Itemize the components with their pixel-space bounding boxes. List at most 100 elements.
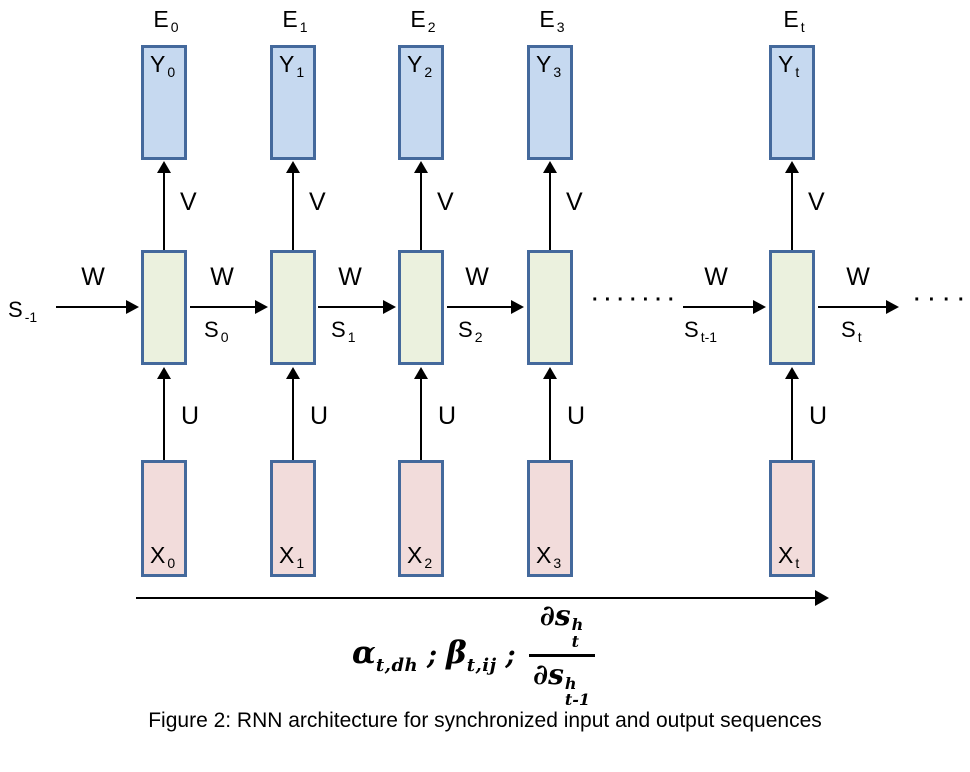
w-arrow-head [126, 300, 139, 314]
v-arrow-line [163, 172, 165, 250]
v-arrow-line [420, 172, 422, 250]
initial-state-label: S-1 [8, 297, 38, 325]
beta-term: βt,ij [446, 634, 497, 676]
ellipsis-dots: ···· [914, 289, 970, 311]
ellipsis-dots: ······· [592, 289, 681, 311]
u-arrow-head [286, 367, 300, 379]
v-weight-label: V [808, 188, 825, 216]
state-box [141, 250, 187, 365]
w-arrow-line [447, 306, 511, 308]
v-weight-label: V [309, 188, 326, 216]
error-label-sub: 0 [170, 19, 179, 35]
state-box [769, 250, 815, 365]
v-weight-label: V [566, 188, 583, 216]
v-weight-label: V [437, 188, 454, 216]
u-arrow-line [163, 378, 165, 460]
u-arrow-line [420, 378, 422, 460]
v-arrow-head [286, 161, 300, 173]
u-arrow-line [791, 378, 793, 460]
u-arrow-head [785, 367, 799, 379]
v-weight-label: V [180, 188, 197, 216]
v-arrow-line [292, 172, 294, 250]
v-arrow-head [157, 161, 171, 173]
v-arrow-head [785, 161, 799, 173]
u-arrow-head [157, 367, 171, 379]
time-axis-line [136, 597, 816, 599]
u-arrow-line [292, 378, 294, 460]
state-box [527, 250, 573, 365]
w-arrow-head [753, 300, 766, 314]
w-arrow-head [255, 300, 268, 314]
w-arrow-line [818, 306, 886, 308]
alpha-term: αt,dh [352, 634, 419, 676]
w-weight-label: W [338, 263, 362, 291]
w-arrow-line [318, 306, 383, 308]
u-weight-label: U [438, 402, 457, 430]
separator: ; [505, 639, 516, 671]
v-arrow-line [549, 172, 551, 250]
w-arrow-head [886, 300, 899, 314]
fraction-bar [528, 653, 595, 657]
w-arrow-line [56, 306, 126, 308]
state-box [398, 250, 444, 365]
w-weight-label: W [81, 263, 105, 291]
u-arrow-line [549, 378, 551, 460]
w-weight-label: W [846, 263, 870, 291]
u-weight-label: U [310, 402, 329, 430]
w-weight-label: W [210, 263, 234, 291]
v-arrow-line [791, 172, 793, 250]
v-arrow-head [543, 161, 557, 173]
error-label-base: E [153, 6, 169, 32]
time-axis-head [815, 590, 829, 606]
u-weight-label: U [567, 402, 586, 430]
u-arrow-head [543, 367, 557, 379]
w-weight-label: W [465, 263, 489, 291]
w-arrow-line [190, 306, 255, 308]
w-arrow-line [683, 306, 753, 308]
w-weight-label: W [704, 263, 728, 291]
state-box [270, 250, 316, 365]
w-arrow-head [383, 300, 396, 314]
v-arrow-head [414, 161, 428, 173]
figure-caption: Figure 2: RNN architecture for synchroni… [148, 709, 822, 732]
u-weight-label: U [181, 402, 200, 430]
w-arrow-head [511, 300, 524, 314]
u-arrow-head [414, 367, 428, 379]
separator: ; [427, 639, 438, 671]
